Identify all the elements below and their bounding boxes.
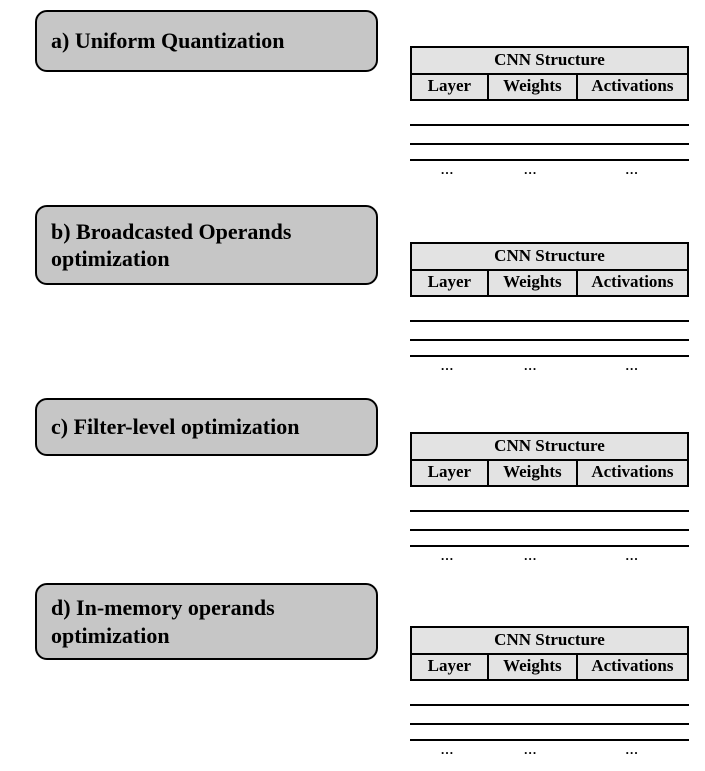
ellipsis-cell: … [625,161,641,177]
table-title: CNN Structure [410,626,689,655]
ellipsis-cell: … [440,357,456,373]
column-header-weights: Weights [486,271,576,295]
ellipsis-cell: … [523,357,539,373]
column-header-weights: Weights [486,655,576,679]
column-header-activations: Activations [575,75,687,99]
column-header-activations: Activations [575,655,687,679]
column-header-layer: Layer [427,272,472,291]
table-title: CNN Structure [410,242,689,271]
table-row [410,512,689,531]
table-row [410,341,689,357]
table-header-row: Layer Weights Activations [410,655,689,681]
ellipsis-cell: … [440,547,456,563]
ellipsis-cell: … [523,161,539,177]
section-d-label-text-line2: optimization [51,622,170,648]
table-row [410,297,689,322]
column-header-activations: Activations [575,271,687,295]
column-header-layer: Layer [427,656,472,675]
ellipsis-cell: … [523,547,539,563]
ellipsis-cell: … [625,741,641,757]
column-header-layer: Layer [427,76,472,95]
section-c-label-text: c) Filter-level optimization [51,414,300,440]
column-header-weights: Weights [486,461,576,485]
table-row [410,725,689,741]
cnn-structure-table-b: CNN Structure Layer Weights Activations … [410,242,689,374]
cnn-structure-table-a: CNN Structure Layer Weights Activations … [410,46,689,178]
table-header-row: Layer Weights Activations [410,75,689,101]
table-row [410,322,689,341]
table-row [410,126,689,145]
section-a-label-text: a) Uniform Quantization [51,28,285,54]
ellipsis-cell: … [625,357,641,373]
table-header-row: Layer Weights Activations [410,271,689,297]
column-header-activations: Activations [575,461,687,485]
section-d-label-text-line1: d) In-memory operands [51,595,275,620]
table-ellipsis-row: … … … [410,161,689,178]
table-row [410,487,689,512]
ellipsis-cell: … [625,547,641,563]
table-row [410,681,689,706]
section-b-label-text-line1: b) Broadcasted Operands [51,218,292,244]
table-row [410,706,689,725]
section-b-label-box: b) Broadcasted Operands optimization [35,205,378,285]
cnn-structure-table-d: CNN Structure Layer Weights Activations … [410,626,689,758]
column-header-weights: Weights [486,75,576,99]
table-title: CNN Structure [410,46,689,75]
section-a-label-box: a) Uniform Quantization [35,10,378,72]
ellipsis-cell: … [523,741,539,757]
ellipsis-cell: … [440,741,456,757]
table-header-row: Layer Weights Activations [410,461,689,487]
section-b-label-text-line2: optimization [51,246,170,271]
section-c-label-box: c) Filter-level optimization [35,398,378,456]
table-row [410,101,689,126]
cnn-structure-table-c: CNN Structure Layer Weights Activations … [410,432,689,564]
section-d-label-box: d) In-memory operands optimization [35,583,378,660]
table-ellipsis-row: … … … [410,357,689,374]
table-row [410,531,689,547]
table-ellipsis-row: … … … [410,741,689,758]
ellipsis-cell: … [440,161,456,177]
table-ellipsis-row: … … … [410,547,689,564]
table-row [410,145,689,161]
column-header-layer: Layer [427,462,472,481]
table-title: CNN Structure [410,432,689,461]
